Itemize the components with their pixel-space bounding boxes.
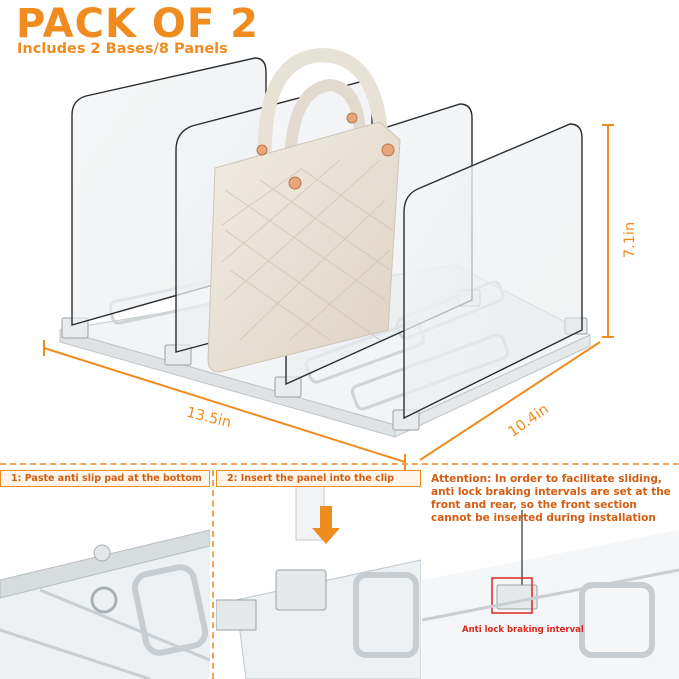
- base-closeup-image: [0, 529, 210, 679]
- braking-interval-image: [422, 510, 679, 679]
- callout-box: [491, 577, 533, 614]
- page-subtitle: Includes 2 Bases/8 Panels: [17, 41, 228, 57]
- attention-note: Attention: In order to facilitate slidin…: [431, 473, 671, 524]
- step-1-panel: 1: Paste anti slip pad at the bottom: [0, 470, 210, 679]
- height-dimension-label: 7.1in: [622, 221, 639, 259]
- panel-divider: [212, 470, 214, 679]
- clip-insert-image: [216, 470, 421, 679]
- page-title: PACK OF 2: [16, 1, 259, 47]
- attention-panel: Attention: In order to facilitate slidin…: [422, 470, 679, 679]
- step-2-label: 2: Insert the panel into the clip: [216, 470, 421, 487]
- step-2-panel: 2: Insert the panel into the clip: [216, 470, 421, 679]
- callout-label: Anti lock braking interval: [462, 625, 584, 635]
- step-1-label: 1: Paste anti slip pad at the bottom: [0, 470, 210, 487]
- handbag-image: [207, 47, 401, 373]
- section-divider: [0, 463, 679, 465]
- arrow-down-icon: [312, 506, 340, 544]
- product-illustration: [43, 47, 614, 470]
- dimension-lines: [43, 124, 614, 470]
